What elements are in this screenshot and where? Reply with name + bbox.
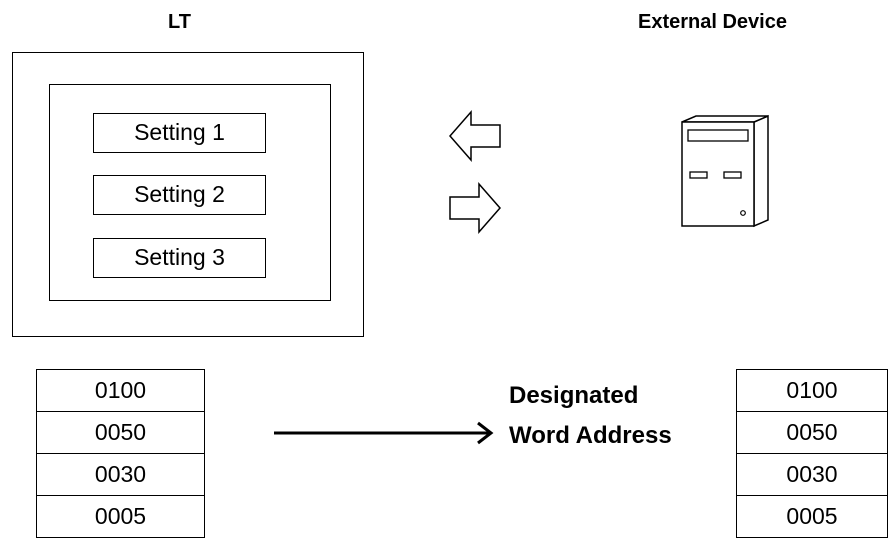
lt-screen-frame [12, 52, 364, 337]
arrow-left-outline-icon [449, 110, 501, 162]
designated-label-line1: Designated [509, 382, 639, 409]
computer-tower-icon [681, 114, 769, 228]
external-register-value: 0005 [736, 495, 888, 538]
arrow-right-outline-icon [449, 182, 501, 234]
setting-3-button[interactable]: Setting 3 [93, 238, 266, 278]
designated-word-address-label: Designated Word Address [509, 376, 672, 456]
lt-register-value: 0100 [36, 369, 205, 412]
external-register-table: 0100 0050 0030 0005 [736, 369, 888, 538]
external-register-value: 0100 [736, 369, 888, 412]
setting-2-button[interactable]: Setting 2 [93, 175, 266, 215]
setting-1-button[interactable]: Setting 1 [93, 113, 266, 153]
designated-label-line2: Word Address [509, 422, 672, 449]
lt-register-value: 0030 [36, 453, 205, 496]
lt-register-value: 0005 [36, 495, 205, 538]
lt-register-value: 0050 [36, 411, 205, 454]
arrow-right-icon [274, 421, 494, 445]
lt-heading: LT [168, 11, 191, 33]
lt-screen-window [49, 84, 331, 301]
external-register-value: 0050 [736, 411, 888, 454]
external-register-value: 0030 [736, 453, 888, 496]
lt-register-table: 0100 0050 0030 0005 [36, 369, 205, 538]
external-device-heading: External Device [638, 11, 787, 33]
